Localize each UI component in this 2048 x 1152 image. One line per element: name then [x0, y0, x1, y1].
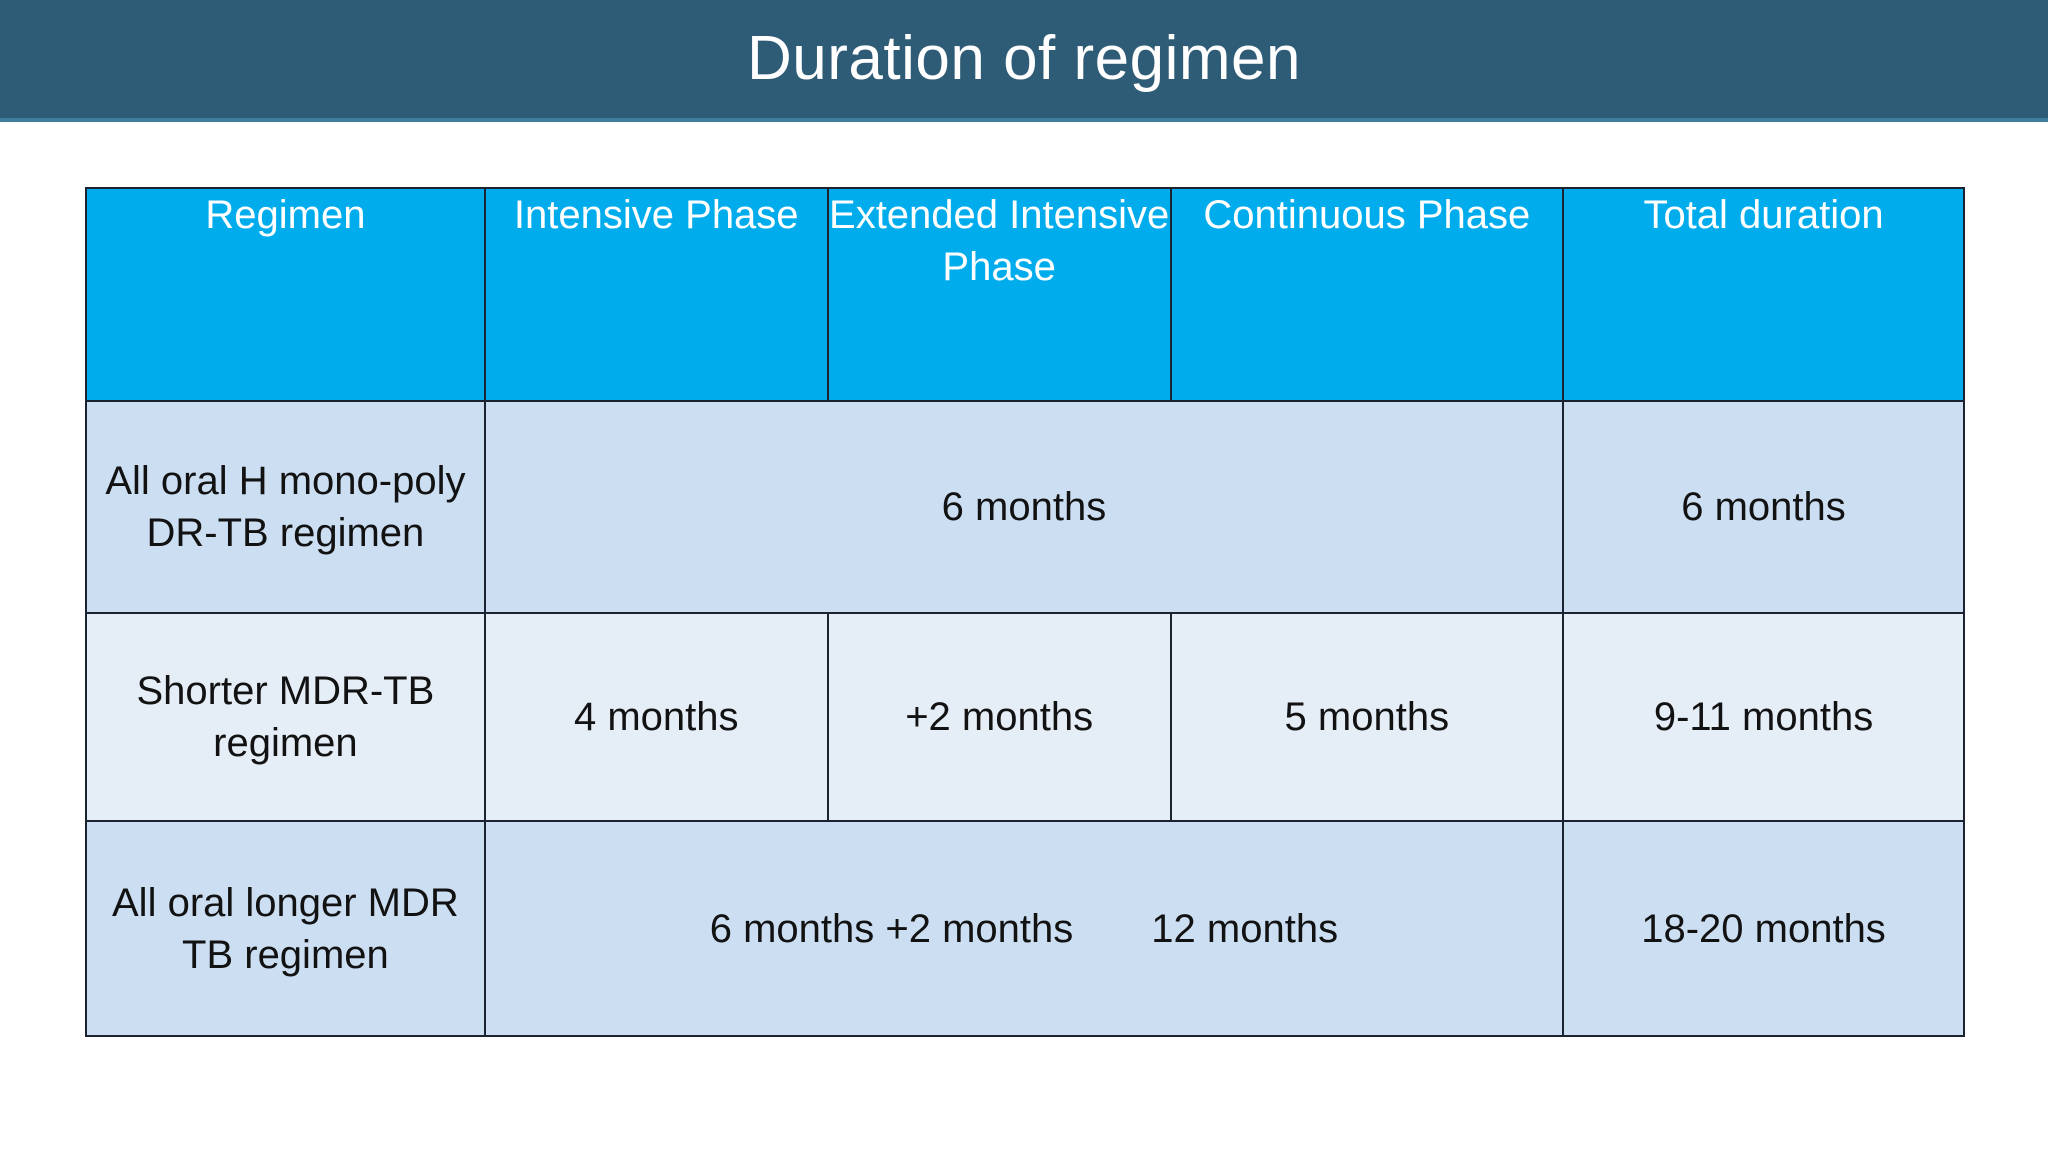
- column-header-extended-intensive-phase: Extended Intensive Phase: [826, 187, 1172, 402]
- regimen-table-container: Regimen Intensive Phase Extended Intensi…: [85, 187, 1965, 1037]
- column-header-regimen: Regimen: [85, 187, 486, 402]
- table-body: All oral H mono-poly DR-TB regimen 6 mon…: [85, 400, 1965, 1037]
- cell-merged-phases-3-part1: 6 months +2 months: [709, 906, 1074, 951]
- table-row: All oral H mono-poly DR-TB regimen 6 mon…: [85, 400, 1965, 614]
- cell-regimen-name-1: All oral H mono-poly DR-TB regimen: [85, 400, 486, 614]
- cell-total-duration-1: 6 months: [1562, 400, 1965, 614]
- table-row: Shorter MDR-TB regimen 4 months +2 month…: [85, 612, 1965, 822]
- column-header-total-duration: Total duration: [1562, 187, 1965, 402]
- cell-total-duration-3: 18-20 months: [1562, 820, 1965, 1037]
- cell-extended-intensive-phase-2: +2 months: [826, 612, 1172, 822]
- table-row: All oral longer MDR TB regimen 6 months …: [85, 820, 1965, 1037]
- page-title: Duration of regimen: [747, 24, 1301, 93]
- column-header-intensive-phase: Intensive Phase: [483, 187, 829, 402]
- regimen-duration-table: Regimen Intensive Phase Extended Intensi…: [85, 187, 1965, 1037]
- cell-merged-phases-3-part2: 12 months: [1151, 906, 1339, 951]
- column-header-continuous-phase: Continuous Phase: [1169, 187, 1565, 402]
- cell-total-duration-2: 9-11 months: [1562, 612, 1965, 822]
- cell-merged-phases-3: 6 months +2 months 12 months: [483, 820, 1565, 1037]
- slide-title-band: Duration of regimen: [0, 0, 2048, 122]
- cell-intensive-phase-2: 4 months: [483, 612, 829, 822]
- cell-regimen-name-2: Shorter MDR-TB regimen: [85, 612, 486, 822]
- cell-continuous-phase-2: 5 months: [1169, 612, 1565, 822]
- cell-merged-phases-1: 6 months: [483, 400, 1565, 614]
- table-header: Regimen Intensive Phase Extended Intensi…: [85, 187, 1965, 402]
- cell-regimen-name-3: All oral longer MDR TB regimen: [85, 820, 486, 1037]
- table-header-row: Regimen Intensive Phase Extended Intensi…: [85, 187, 1965, 402]
